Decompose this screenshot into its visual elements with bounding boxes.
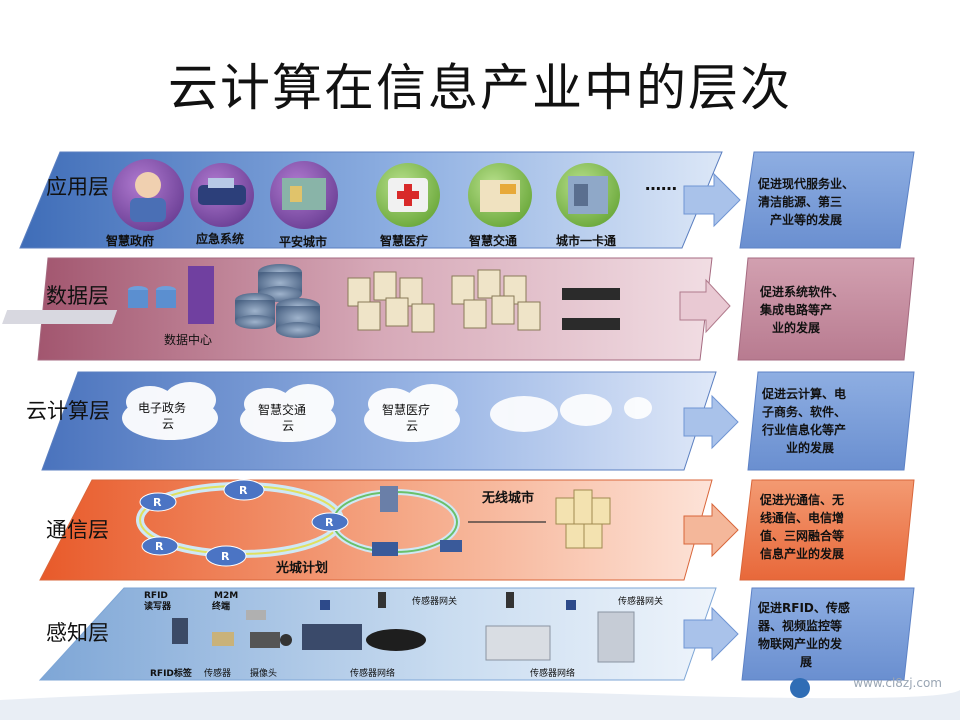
application-ellipsis: ……: [645, 175, 677, 194]
footer-site: www.cl8zj.com: [853, 676, 942, 690]
rack-server-icon: [562, 288, 620, 330]
app-label-city-card: 城市一卡通: [556, 233, 616, 248]
data-arrow: [679, 278, 731, 334]
app-label-safe-city: 平安城市: [279, 234, 327, 249]
rfid-tag-label: RFID标签: [150, 667, 193, 679]
server-cluster-icon: [347, 271, 435, 333]
sensor-devices-icons: [172, 592, 635, 663]
gateway-icon: [372, 542, 398, 556]
cloud-effect-text: 促进云计算、电 子商务、软件、 行业信息化等产 业的发展: [761, 386, 850, 455]
data-effect-box: [737, 257, 915, 361]
data-layer: 数据层 数据中心 促进系统软件、 集成电路等产 业的发展: [2, 257, 915, 361]
application-effect-box: [739, 151, 915, 249]
slide-title: 云计算在信息产业中的层次: [168, 59, 792, 117]
traffic-icon: [468, 163, 532, 227]
storage-icon: [235, 264, 320, 338]
svg-text:R: R: [221, 550, 230, 563]
svg-text:R: R: [325, 516, 334, 529]
layer-name-perception: 感知层: [46, 621, 109, 645]
fiber-city-label: 光城计划: [275, 560, 328, 576]
sensor-network-label-2: 传感器网络: [530, 667, 575, 679]
data-effect-text: 促进系统软件、 集成电路等产 业的发展: [759, 284, 848, 335]
wireless-city-icon: [555, 489, 611, 549]
switch-icon: [380, 486, 398, 512]
cloud-arrow: [683, 394, 739, 450]
communication-effect-box: [739, 479, 915, 581]
application-effect-text: 促进现代服务业、 清洁能源、第三 产业等的发展: [757, 176, 858, 227]
data-center-icon: [2, 266, 214, 324]
cloud-effect-box: [747, 371, 915, 471]
safe-city-icon: [270, 161, 338, 229]
cloud-icon-medical: [364, 384, 460, 442]
gateway-icon-2: [440, 540, 462, 552]
cloud-icon-traffic: [240, 384, 336, 442]
data-center-label: 数据中心: [164, 332, 212, 347]
cloud-icon-small: [490, 394, 652, 432]
router-icons: [139, 479, 349, 567]
layer-name-cloud: 云计算层: [26, 399, 110, 423]
sensor-label: 传感器: [204, 667, 231, 679]
gov-icon: [112, 159, 184, 231]
perception-arrow: [683, 606, 739, 662]
camera-label: 摄像头: [250, 667, 277, 679]
router-letters: R R R R R: [153, 484, 334, 563]
sensor-gateway-label-2: 传感器网关: [618, 595, 663, 607]
app-label-emergency: 应急系统: [196, 231, 244, 246]
perception-effect-box: [741, 587, 915, 681]
communication-arrow: [683, 502, 739, 558]
cloud-icon-egov: [122, 382, 218, 440]
svg-text:R: R: [239, 484, 248, 497]
footer-swoosh: [0, 690, 960, 720]
server-cluster-icon-2: [451, 269, 541, 331]
layer-name-communication: 通信层: [46, 518, 109, 542]
perception-effect-text: 促进RFID、传感 器、视频监控等 物联网产业的发 展: [757, 600, 854, 669]
app-label-medical: 智慧医疗: [379, 233, 428, 248]
sensor-network-label-1: 传感器网络: [350, 667, 395, 679]
footer-logo-icon: [790, 678, 810, 698]
cloud-label-traffic: 智慧交通云: [258, 402, 306, 433]
cloud-layer: 云计算层 电子政务云 智慧交通云 智慧医疗云 促进云计算、电 子商务、软件、 行…: [26, 371, 915, 471]
communication-layer: 通信层 R R R R R 光城计划 无线城市 促: [39, 479, 915, 581]
cloud-label-egov: 电子政务云: [138, 400, 186, 431]
svg-text:R: R: [153, 496, 162, 509]
app-label-gov: 智慧政府: [105, 233, 154, 248]
city-card-icon: [556, 163, 620, 227]
emergency-icon: [190, 163, 254, 227]
communication-effect-text: 促进光通信、无 线通信、电信增 值、三网融合等 信息产业的发展: [759, 492, 848, 561]
svg-text:R: R: [155, 540, 164, 553]
wireless-city-label: 无线城市: [481, 490, 534, 506]
application-layer: 应用层 …… 智慧政府 应急系统 平安城市 智慧医疗 智慧交通 城市一卡通 促进…: [19, 151, 915, 249]
sensor-gateway-label-1: 传感器网关: [412, 595, 457, 607]
cloud-label-medical: 智慧医疗云: [382, 402, 430, 433]
layer-name-data: 数据层: [46, 284, 109, 308]
layer-name-application: 应用层: [46, 175, 109, 199]
app-label-traffic: 智慧交通: [468, 233, 517, 248]
medical-icon: [376, 163, 440, 227]
application-arrow: [683, 172, 741, 228]
